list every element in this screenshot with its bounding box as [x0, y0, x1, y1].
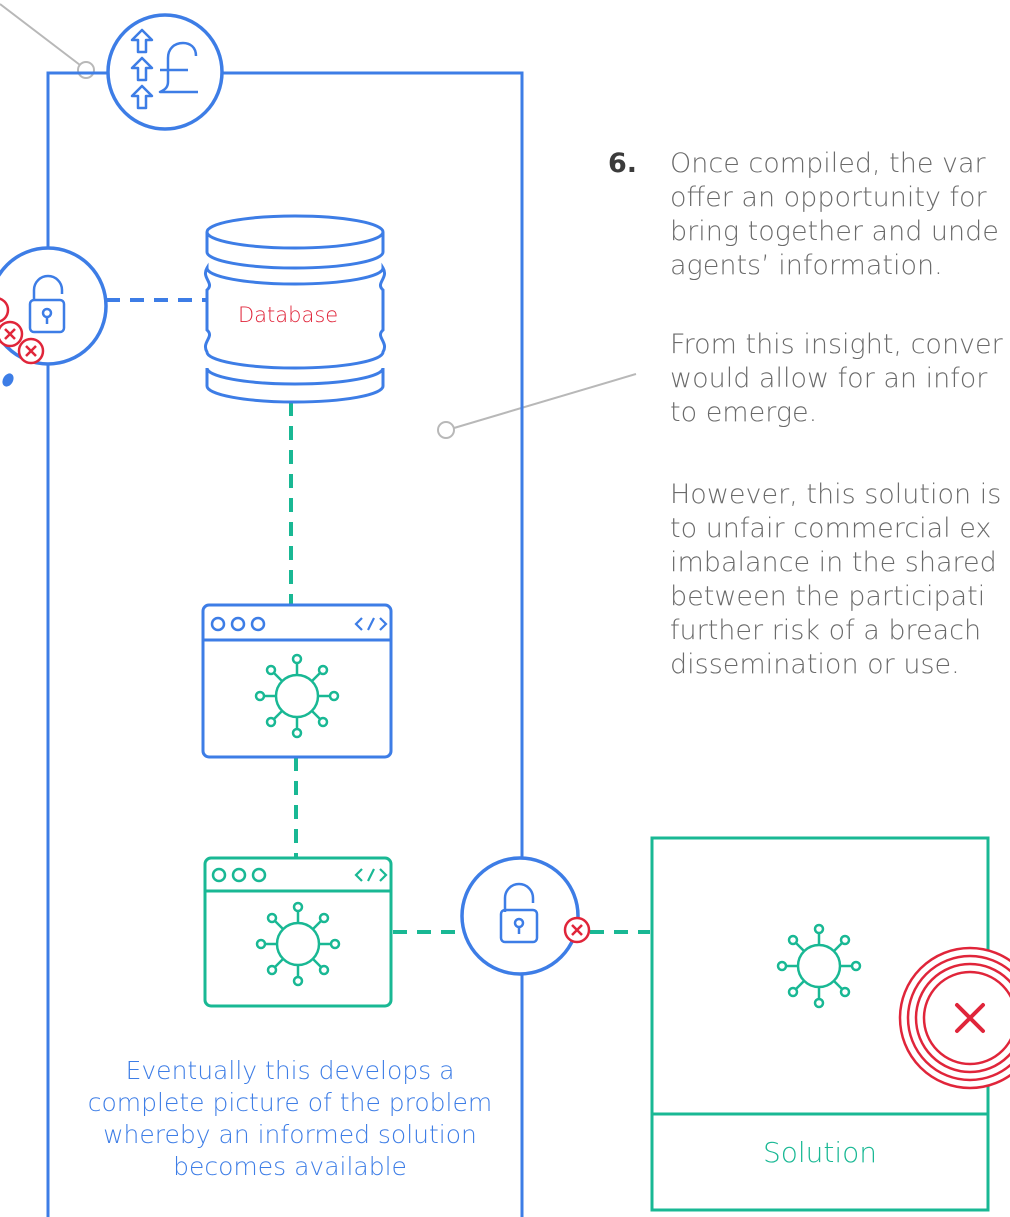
paragraph-line: to unfair commercial ex [670, 513, 992, 544]
caption-line: complete picture of the problem [87, 1088, 493, 1117]
left-lock [0, 246, 108, 387]
database-icon [204, 214, 386, 404]
window-dots-icon [211, 867, 267, 883]
paragraph-line: From this insight, conver [670, 329, 1003, 360]
x-circle-icon [563, 916, 591, 944]
paragraph-line: to emerge. [670, 397, 818, 428]
paragraph-line: further risk of a breach [670, 615, 982, 646]
step-paragraph-2: From this insight, conver would allow fo… [670, 328, 1010, 430]
padlock-icon [28, 274, 66, 334]
green-links [289, 402, 650, 934]
paragraph-line: would allow for an infor [670, 363, 988, 394]
caption-line: Eventually this develops a [125, 1056, 455, 1085]
database-label: Database [238, 303, 339, 327]
paragraph-line: agents’ information. [670, 250, 943, 281]
window-dots-icon [210, 616, 266, 632]
paragraph-line: imbalance in the shared [670, 547, 997, 578]
paragraph-line: However, this solution is [670, 479, 1002, 510]
analysis-window-green [203, 856, 393, 1008]
dot-marker [2, 373, 14, 387]
caption-line: becomes available [173, 1152, 407, 1181]
paragraph-line: offer an opportunity for [670, 182, 987, 213]
paragraph-line: dissemination or use. [670, 649, 960, 680]
code-brackets-icon [354, 868, 388, 882]
currency-badge [106, 13, 224, 131]
step-paragraph-3: However, this solution is to unfair comm… [670, 478, 1010, 682]
caption-line: whereby an informed solution [103, 1120, 477, 1149]
step-paragraph-1: Once compiled, the var offer an opportun… [670, 147, 1010, 283]
x-circle-icon [0, 297, 45, 365]
pound-arrows-icon [130, 28, 198, 110]
paragraph-line: Once compiled, the var [670, 148, 986, 179]
right-lock [460, 856, 591, 976]
step-number: 6. [608, 148, 638, 179]
rejected-target-icon [898, 946, 1010, 1090]
solution-label: Solution [762, 1136, 878, 1169]
analysis-window-blue [201, 603, 393, 759]
code-brackets-icon [354, 617, 388, 631]
paragraph-line: bring together and unde [670, 216, 999, 247]
padlock-icon [499, 882, 539, 944]
paragraph-line: between the participati [670, 581, 986, 612]
process-frame [46, 71, 524, 1217]
outcome-caption: Eventually this develops a complete pict… [70, 1055, 510, 1183]
